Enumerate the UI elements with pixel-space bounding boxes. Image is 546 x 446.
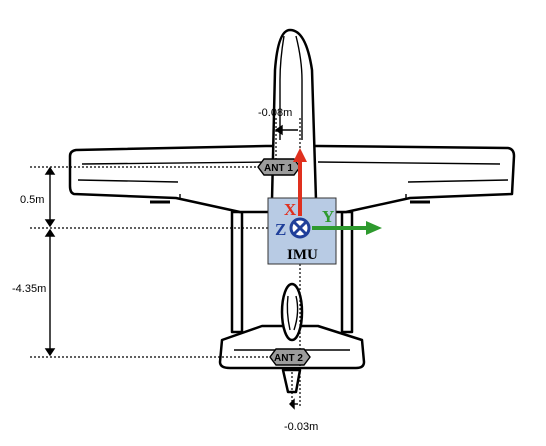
antenna-1: ANT 1 bbox=[257, 158, 301, 176]
antenna-2-badge bbox=[269, 348, 311, 366]
offset-x-bottom-label: -0.03m bbox=[284, 421, 318, 433]
x-axis-label: X bbox=[284, 200, 297, 219]
offset-z-ant2-label: -4.35m bbox=[12, 283, 46, 295]
z-axis-into-page-icon bbox=[289, 217, 311, 239]
x-axis-arrow bbox=[293, 148, 307, 216]
antenna-1-label: ANT 1 bbox=[264, 163, 293, 174]
offset-x-top-label: -0.08m bbox=[258, 107, 292, 119]
imu-label: IMU bbox=[287, 247, 318, 263]
y-axis-arrow bbox=[312, 221, 382, 235]
dimension-arrows bbox=[44, 124, 298, 410]
aircraft-detail-lines bbox=[77, 35, 509, 351]
z-axis-label: Z bbox=[275, 220, 286, 239]
antenna-2-label: ANT 2 bbox=[274, 353, 303, 364]
left-tail-boom bbox=[230, 210, 244, 334]
antenna-2: ANT 2 bbox=[269, 348, 311, 366]
fuselage bbox=[268, 28, 320, 214]
y-axis-label: Y bbox=[322, 207, 334, 226]
dimension-lines bbox=[30, 118, 301, 408]
tail-boom-center bbox=[280, 282, 304, 342]
horizontal-stabilizer bbox=[218, 324, 366, 370]
offset-z-ant1-label: 0.5m bbox=[20, 194, 44, 206]
antenna-1-badge bbox=[257, 158, 301, 176]
